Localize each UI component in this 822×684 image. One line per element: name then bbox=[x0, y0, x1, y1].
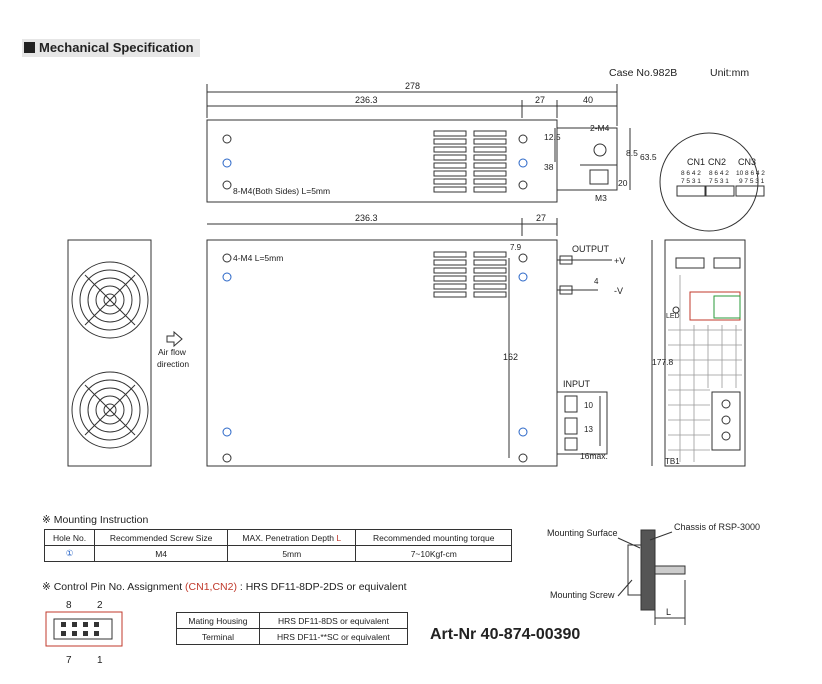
label-side-screw: 8-M4(Both Sides) L=5mm bbox=[233, 186, 330, 196]
dim-front-27: 27 bbox=[536, 213, 546, 223]
label-mounting-surface: Mounting Surface bbox=[547, 528, 618, 538]
pin-top-left: 8 bbox=[66, 600, 72, 611]
terminal-value: HRS DF11-**SC or equivalent bbox=[258, 628, 409, 645]
mt-cell-screw: M4 bbox=[94, 545, 229, 562]
dim-overall: 278 bbox=[405, 81, 420, 91]
article-number: Art-Nr 40-874-00390 bbox=[430, 626, 581, 643]
dim-front-body: 236.3 bbox=[355, 213, 378, 223]
pin-bottom-right: 1 bbox=[97, 655, 103, 666]
dim-162: 162 bbox=[503, 352, 518, 362]
dim-38: 38 bbox=[544, 162, 554, 172]
cn1-bottom-pins: 7 5 3 1 bbox=[681, 178, 701, 185]
dim-in-13: 13 bbox=[584, 425, 593, 434]
label-airflow-2: direction bbox=[157, 359, 189, 369]
label-input: INPUT bbox=[563, 379, 591, 389]
pin-bottom-left: 7 bbox=[66, 655, 72, 666]
pin-connector-frame bbox=[45, 611, 123, 647]
terminal-label: Terminal bbox=[176, 628, 260, 645]
fan-panel bbox=[67, 239, 152, 467]
case-number: Case No.982B bbox=[609, 67, 678, 79]
dim-body: 236.3 bbox=[355, 95, 378, 105]
dim-in-10: 10 bbox=[584, 401, 593, 410]
mt-cell-hole: ① bbox=[43, 545, 96, 562]
label-led: LED bbox=[666, 313, 680, 320]
mt-cell-depth: 5mm bbox=[227, 545, 357, 562]
airflow-arrow-icon bbox=[166, 330, 183, 348]
cn3-bottom-pins: 9 7 5 3 1 bbox=[739, 178, 765, 185]
mating-housing-label: Mating Housing bbox=[176, 612, 260, 629]
dim-20: 20 bbox=[618, 178, 628, 188]
connector-callout bbox=[659, 132, 759, 232]
mt-header-depth: MAX. Penetration Depth L bbox=[227, 529, 357, 546]
page-title: Mechanical Specification bbox=[39, 40, 194, 55]
mt-header-hole: Hole No. bbox=[43, 529, 96, 546]
mt-header-screw: Recommended Screw Size bbox=[94, 529, 229, 546]
dim-bracket: 40 bbox=[583, 95, 593, 105]
label-cn1: CN1 bbox=[687, 157, 705, 167]
top-view-bracket bbox=[556, 127, 618, 191]
mounting-heading: ※ Mounting Instruction bbox=[42, 514, 149, 526]
label-neg-v: -V bbox=[614, 286, 623, 296]
fan-top bbox=[71, 261, 149, 339]
fan-bottom bbox=[71, 371, 149, 449]
label-mounting-screw: Mounting Screw bbox=[550, 590, 615, 600]
top-view-vents bbox=[433, 130, 507, 193]
mating-housing-value: HRS DF11-8DS or equivalent bbox=[258, 612, 409, 629]
dim-16max: 16max. bbox=[580, 451, 608, 461]
cn1-top-pins: 8 6 4 2 bbox=[681, 170, 701, 177]
dim-7-9: 7.9 bbox=[510, 243, 522, 252]
dim-out-4: 4 bbox=[594, 277, 599, 286]
cn3-top-pins: 10 8 6 4 2 bbox=[736, 170, 765, 177]
label-front-screw: 4-M4 L=5mm bbox=[233, 253, 283, 263]
label-2m4: 2-M4 bbox=[590, 123, 610, 133]
title-bar bbox=[22, 39, 200, 57]
label-chassis: Chassis of RSP-3000 bbox=[674, 522, 760, 532]
unit-label: Unit:mm bbox=[710, 67, 750, 79]
side-view-grid bbox=[668, 275, 742, 462]
pin-top-right: 2 bbox=[97, 600, 103, 611]
control-pin-heading: ※ Control Pin No. Assignment (CN1,CN2) :… bbox=[42, 581, 407, 593]
cn2-top-pins: 8 6 4 2 bbox=[709, 170, 729, 177]
label-l: L bbox=[666, 607, 671, 617]
mounting-table: Hole No. Recommended Screw Size MAX. Pen… bbox=[43, 529, 512, 562]
mt-header-torque: Recommended mounting torque bbox=[355, 529, 512, 546]
dim-height: 63.5 bbox=[640, 152, 657, 162]
label-airflow-1: Air flow bbox=[158, 347, 187, 357]
side-view-body bbox=[664, 239, 746, 467]
dim-12-5: 12.5 bbox=[544, 132, 561, 142]
label-m3: M3 bbox=[595, 193, 607, 203]
front-view-body bbox=[206, 239, 558, 467]
front-view-vents bbox=[433, 251, 507, 298]
label-tb1: TB1 bbox=[665, 457, 680, 466]
top-view-screws bbox=[222, 134, 528, 190]
mounting-diagram bbox=[617, 529, 686, 625]
dim-177-8: 177.8 bbox=[652, 357, 674, 367]
label-cn3: CN3 bbox=[738, 157, 756, 167]
mt-cell-torque: 7~10Kgf-cm bbox=[355, 545, 512, 562]
label-output: OUTPUT bbox=[572, 244, 610, 254]
title-square-icon bbox=[24, 42, 35, 53]
label-8-5: 8.5 bbox=[626, 148, 638, 158]
label-cn2: CN2 bbox=[708, 157, 726, 167]
cn2-bottom-pins: 7 5 3 1 bbox=[709, 178, 729, 185]
dim-front: 27 bbox=[535, 95, 545, 105]
label-pos-v: +V bbox=[614, 256, 625, 266]
